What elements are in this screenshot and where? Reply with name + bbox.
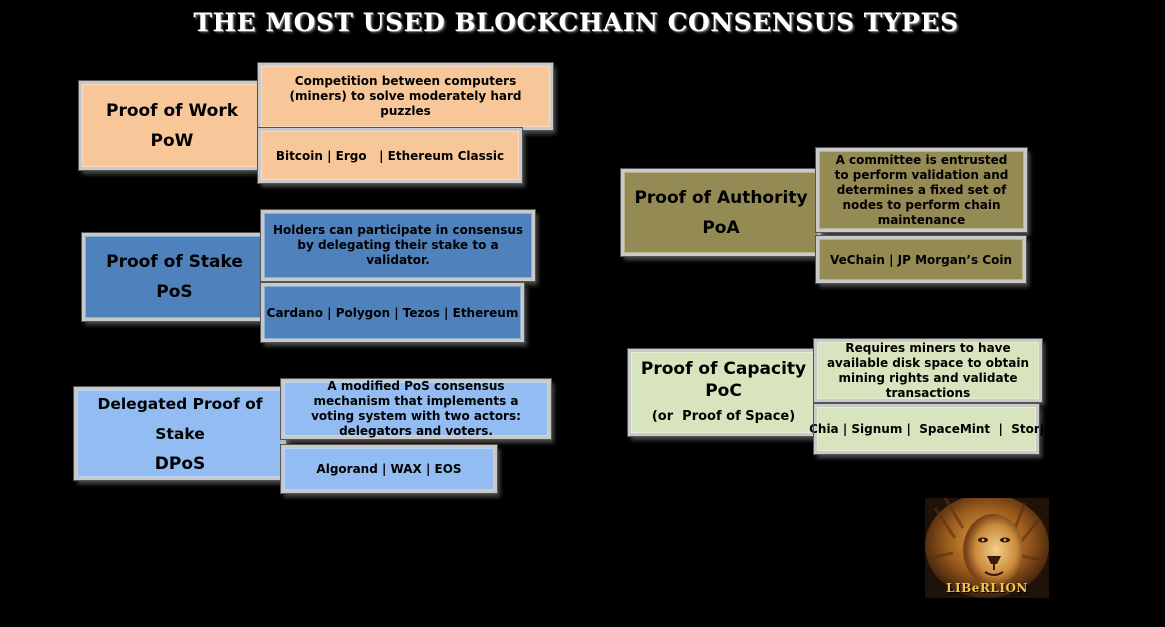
poc-examples-box: Chia | Signum | SpaceMint | Storj bbox=[809, 403, 1044, 455]
poc-alt-name: (or Proof of Space) bbox=[651, 408, 796, 424]
lion-icon bbox=[925, 498, 1049, 598]
pos-abbr: PoS bbox=[156, 282, 193, 302]
pow-examples: Bitcoin | Ergo | Ethereum Classic bbox=[275, 148, 505, 163]
dpos-examples: Algorand | WAX | EOS bbox=[316, 462, 462, 476]
dpos-description: A modified PoS consensus mechanism that … bbox=[311, 379, 521, 438]
poc-name-box: Proof of Capacity PoC (or Proof of Space… bbox=[627, 348, 820, 437]
poa-description: A committee is entrusted to perform vali… bbox=[834, 152, 1009, 227]
poa-examples-box: VeChain | JP Morgan’s Coin bbox=[815, 235, 1027, 284]
poa-name-box: Proof of Authority PoA bbox=[620, 168, 822, 257]
poa-name: Proof of Authority bbox=[634, 187, 808, 208]
pow-name-box: Proof of Work PoW bbox=[78, 80, 266, 171]
dpos-examples-box: Algorand | WAX | EOS bbox=[280, 444, 498, 494]
poa-description-box: A committee is entrusted to perform vali… bbox=[815, 147, 1028, 233]
pow-abbr: PoW bbox=[150, 130, 194, 151]
pow-description-box: Competition between computers (miners) t… bbox=[257, 62, 554, 131]
dpos-description-box: A modified PoS consensus mechanism that … bbox=[280, 378, 552, 440]
dpos-name: Delegated Proof of Stake bbox=[97, 394, 263, 443]
pow-examples-box: Bitcoin | Ergo | Ethereum Classic bbox=[257, 127, 523, 184]
poa-abbr: PoA bbox=[702, 217, 740, 238]
dpos-name-box: Delegated Proof of Stake DPoS bbox=[73, 386, 287, 481]
pow-description: Competition between computers (miners) t… bbox=[289, 74, 522, 118]
logo-text: LIBeRLION bbox=[946, 581, 1028, 595]
liberlion-logo: LIBeRLION bbox=[925, 498, 1049, 598]
poc-description: Requires miners to have available disk s… bbox=[826, 340, 1030, 400]
pos-examples: Cardano | Polygon | Tezos | Ethereum bbox=[266, 305, 519, 320]
page-title: THE MOST USED BLOCKCHAIN CONSENSUS TYPES bbox=[193, 8, 959, 37]
poc-description-box: Requires miners to have available disk s… bbox=[813, 338, 1043, 403]
dpos-abbr: DPoS bbox=[154, 453, 206, 474]
pos-name: Proof of Stake bbox=[106, 252, 243, 272]
pos-description: Holders can participate in consensus by … bbox=[272, 223, 524, 267]
poc-name: Proof of Capacity bbox=[640, 358, 807, 379]
pos-description-box: Holders can participate in consensus by … bbox=[260, 209, 536, 282]
pos-name-box: Proof of Stake PoS bbox=[81, 232, 268, 322]
poa-examples: VeChain | JP Morgan’s Coin bbox=[830, 252, 1012, 267]
pos-examples-box: Cardano | Polygon | Tezos | Ethereum bbox=[260, 282, 525, 343]
poc-abbr: PoC bbox=[705, 380, 742, 401]
poc-examples: Chia | Signum | SpaceMint | Storj bbox=[809, 422, 1044, 436]
pow-name: Proof of Work bbox=[105, 100, 239, 121]
